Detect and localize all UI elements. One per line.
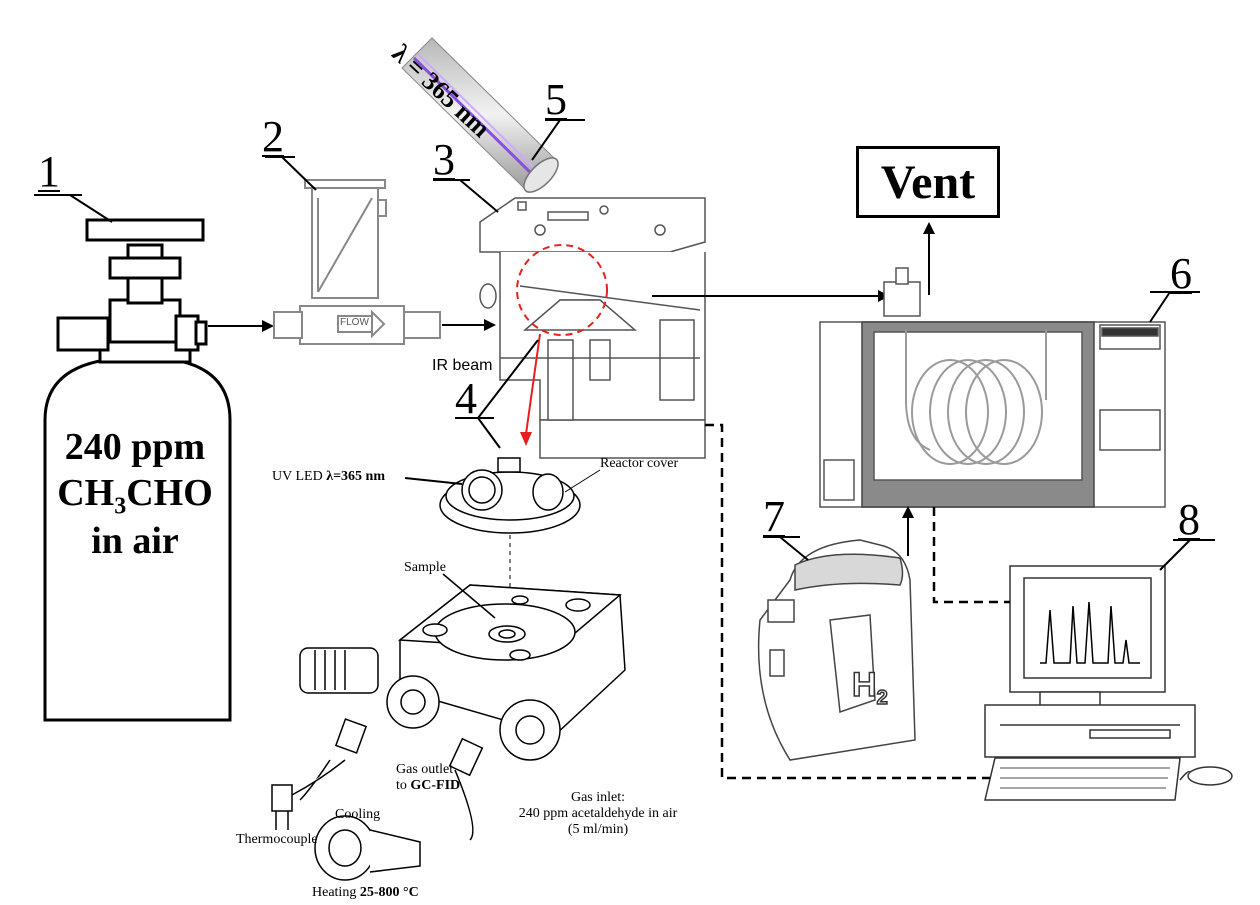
chromatogram-trace — [1040, 601, 1140, 664]
reactor-housing — [479, 197, 706, 459]
vent-arrowhead — [923, 222, 935, 234]
label-5: 5 — [545, 75, 567, 124]
sample-leader — [442, 573, 496, 619]
label-8-leader — [1159, 539, 1191, 571]
vent-box: Vent — [856, 146, 1000, 218]
label-3: 3 — [433, 135, 455, 184]
heating-connector — [314, 815, 421, 881]
label-1: 1 — [38, 147, 60, 196]
label-4-leader-b — [477, 417, 501, 449]
data-computer — [984, 565, 1233, 801]
cylinder-matrix: in air — [91, 520, 179, 562]
zoom-arrowhead — [520, 432, 532, 446]
gas-inlet-label: Gas inlet:240 ppm acetaldehyde in air(5 … — [518, 790, 678, 837]
cooling-label: Cooling — [335, 807, 381, 822]
label-7-leader — [779, 536, 809, 561]
label-6: 6 — [1170, 249, 1192, 298]
heating-label: Heating 25-800 °C — [312, 885, 419, 900]
zoom-arrow — [525, 333, 541, 435]
label-4: 4 — [455, 374, 477, 423]
reactor-cover-label: Reactor cover — [600, 456, 679, 471]
signal-line-reactor-computer — [705, 423, 990, 780]
label-5-leader — [531, 119, 561, 161]
uv-lamp — [401, 37, 559, 193]
uv-led-leader — [404, 477, 463, 485]
thermocouple — [271, 759, 346, 830]
mass-flow-controller — [273, 179, 441, 345]
signal-line-gc-computer — [932, 507, 1010, 604]
gc-column — [905, 330, 1047, 465]
reactor-cover-leader — [564, 469, 601, 493]
thermocouple-label: Thermocouple — [236, 832, 318, 847]
flow-arrowhead-2 — [484, 319, 496, 331]
uv-led-label: UV LED λ=365 nm — [272, 469, 385, 484]
label-1-leader — [69, 194, 113, 223]
gas-cylinder — [43, 218, 232, 722]
label-4-leader-a — [477, 339, 539, 419]
sample-label: Sample — [404, 560, 446, 575]
hydrogen-label: H2 — [851, 666, 888, 709]
reactor-body — [299, 584, 626, 841]
cylinder-concentration: 240 ppm — [64, 426, 206, 468]
reaction-chamber-highlight — [516, 244, 608, 336]
hydrogen-generator — [757, 539, 916, 761]
reactor-cover — [439, 457, 581, 534]
label-2: 2 — [262, 112, 284, 161]
label-6-leader — [1149, 291, 1171, 323]
flowmeter-label: FLOW — [340, 317, 369, 328]
flow-arrowhead-1 — [262, 320, 274, 332]
cylinder-compound: CH3CHO — [57, 472, 213, 520]
label-3-leader — [459, 179, 499, 213]
h2-feed-arrowhead — [902, 506, 914, 518]
label-8: 8 — [1178, 495, 1200, 544]
ir-beam-label: IR beam — [432, 357, 493, 374]
gc-instrument — [819, 267, 1166, 508]
label-7: 7 — [763, 492, 785, 541]
label-2-leader — [281, 156, 317, 191]
